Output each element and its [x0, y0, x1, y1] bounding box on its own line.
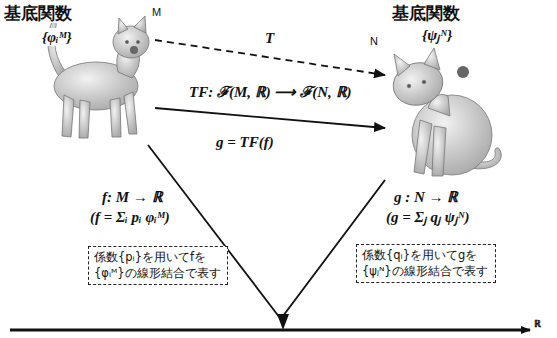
cat-n	[388, 48, 501, 176]
map-arrowhead	[277, 314, 289, 330]
map-formula: g = TF(f)	[214, 133, 276, 151]
note-text: 係数{pᵢ}を用いてfを {φᵢᴹ}の線形結合で表す	[94, 250, 222, 281]
real-axis	[10, 329, 530, 332]
basis-set: {ψⱼᴺ}	[420, 26, 454, 44]
basis-heading: 基底関数	[390, 3, 462, 23]
map-arrow	[155, 108, 385, 128]
function-def: f: M → ℝ	[100, 188, 165, 206]
note-box: 係数{pᵢ}を用いてfを {φᵢᴹ}の線形結合で表す	[88, 246, 228, 285]
function-def: g : N → ℝ	[392, 188, 460, 206]
edge-label: TF: ℱ(M, ℝ) ⟶ ℱ(N, ℝ)	[187, 83, 354, 101]
shape-label: N	[370, 35, 378, 47]
note-text: 係数{qᵢ}を用いてgを {ψⱼᴺ}の線形結合で表す	[362, 248, 490, 279]
edge-label: T	[263, 29, 276, 47]
function-expansion: (g = Σⱼ qⱼ ψⱼᴺ)	[384, 208, 472, 226]
function-expansion: (f = Σᵢ pᵢ φᵢᴹ)	[88, 208, 172, 226]
basis-heading: 基底関数	[2, 3, 74, 23]
cat-figure: N	[385, 45, 495, 180]
axis-label: ℝ	[534, 318, 541, 330]
note-box: 係数{qᵢ}を用いてgを {ψⱼᴺ}の線形結合で表す	[356, 244, 496, 283]
basis-set: {φᵢᴹ}	[40, 28, 74, 46]
map-line-f	[148, 145, 283, 322]
shape-label: M	[152, 6, 161, 18]
